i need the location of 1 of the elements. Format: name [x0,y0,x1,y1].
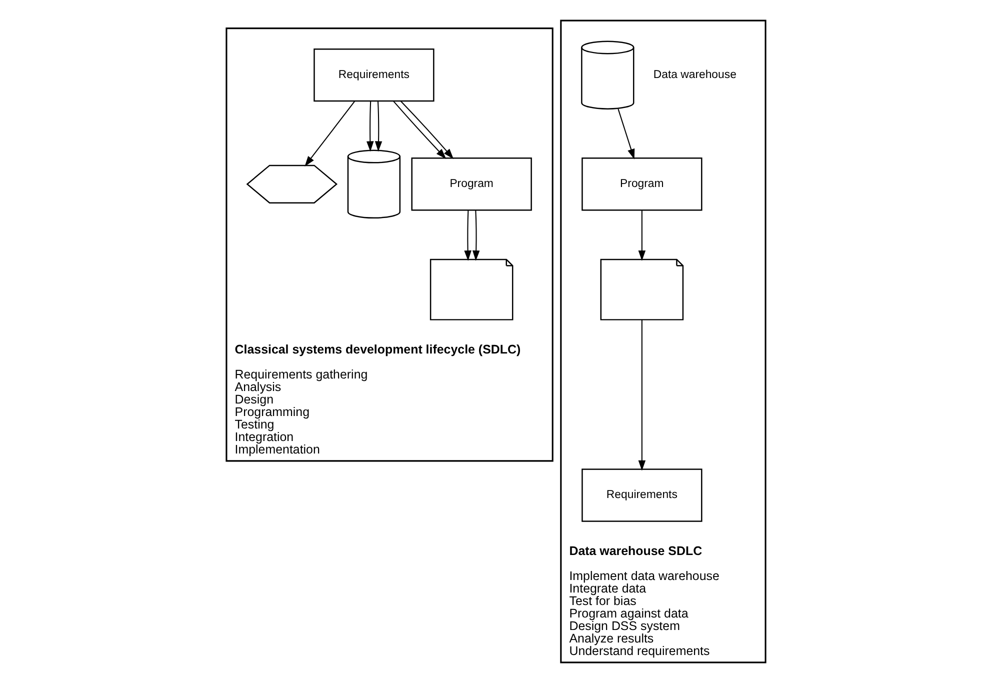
node-label: Data warehouse [652,68,736,81]
